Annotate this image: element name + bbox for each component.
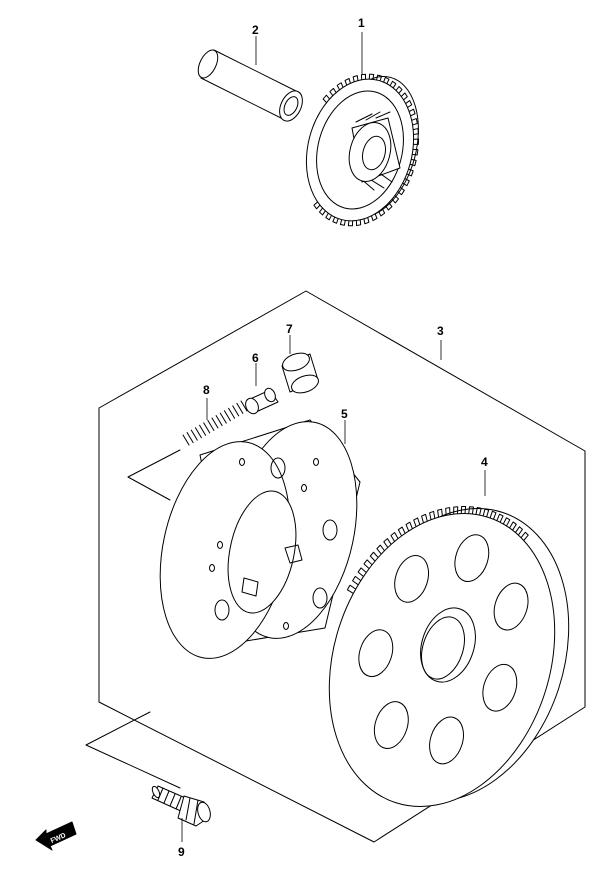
gear-tooth bbox=[412, 128, 419, 135]
bolt bbox=[151, 785, 211, 827]
gear-tooth bbox=[390, 532, 399, 542]
callout-9: 9 bbox=[178, 845, 185, 859]
gear-tooth bbox=[405, 100, 413, 108]
starter-clutch-gear bbox=[328, 506, 570, 808]
gear-tooth bbox=[405, 521, 413, 532]
idle-gear bbox=[305, 73, 420, 227]
gear-hole bbox=[454, 534, 490, 582]
gear-tooth bbox=[325, 212, 332, 221]
callout-1: 1 bbox=[358, 16, 365, 30]
gear-tooth bbox=[376, 74, 383, 82]
one-way-clutch bbox=[159, 419, 361, 659]
callout-7: 7 bbox=[286, 322, 293, 336]
lightening-holes bbox=[358, 534, 529, 765]
callout-3: 3 bbox=[437, 324, 444, 338]
gear-tooth bbox=[502, 517, 511, 527]
gear-tooth bbox=[346, 584, 357, 594]
gear-tooth bbox=[318, 207, 326, 216]
gear-tooth bbox=[400, 92, 408, 101]
gear-tooth bbox=[369, 551, 379, 562]
gear-hole bbox=[429, 716, 464, 765]
callout-labels: 1 2 3 4 5 6 7 8 9 bbox=[178, 16, 488, 859]
gear-tooth bbox=[429, 510, 436, 521]
gear-teeth bbox=[346, 506, 529, 594]
gear-tooth bbox=[336, 82, 344, 91]
gear-tooth bbox=[520, 531, 529, 541]
gear-hole bbox=[358, 629, 394, 678]
gear-tooth bbox=[332, 216, 339, 224]
arrow-left-icon bbox=[35, 821, 77, 851]
gear-teeth bbox=[313, 73, 420, 227]
gear-tooth bbox=[445, 507, 451, 516]
gear-tooth bbox=[437, 508, 443, 518]
callout-5: 5 bbox=[341, 407, 348, 421]
gear-hole bbox=[394, 555, 430, 603]
callout-2: 2 bbox=[252, 23, 259, 37]
gear-tooth bbox=[322, 94, 331, 104]
gear-tooth bbox=[482, 508, 490, 518]
gear-tooth bbox=[489, 510, 497, 520]
gear-tooth bbox=[412, 138, 420, 145]
gear-tooth bbox=[329, 87, 337, 97]
spring bbox=[182, 400, 248, 446]
gear-tooth bbox=[370, 213, 378, 222]
gear-tooth bbox=[357, 567, 367, 578]
gear-tooth bbox=[385, 202, 393, 211]
gear-tooth bbox=[383, 538, 392, 549]
gear-hole bbox=[493, 582, 529, 631]
gear-tooth bbox=[408, 108, 416, 117]
gear-tooth bbox=[347, 220, 354, 227]
roller bbox=[281, 352, 319, 394]
gear-tooth bbox=[352, 575, 362, 586]
gear-tooth bbox=[402, 178, 410, 187]
gear-tooth bbox=[363, 559, 373, 570]
gear-tooth bbox=[363, 216, 370, 225]
gear-tooth bbox=[383, 76, 390, 85]
spring-coils bbox=[182, 400, 248, 446]
gear-hole bbox=[482, 663, 518, 712]
gear-tooth bbox=[376, 544, 386, 555]
gear-tooth bbox=[378, 208, 386, 217]
gear-tooth bbox=[406, 168, 414, 177]
gear-tooth bbox=[475, 507, 482, 516]
gear-tooth bbox=[397, 186, 405, 196]
gear-tooth bbox=[389, 80, 397, 89]
shaft-pin bbox=[197, 49, 303, 122]
gear-tooth bbox=[339, 219, 346, 226]
callout-8: 8 bbox=[203, 383, 210, 397]
plunger bbox=[245, 387, 279, 415]
gear-tooth bbox=[468, 506, 474, 515]
gear-tooth bbox=[496, 513, 504, 523]
gear-tooth bbox=[411, 148, 419, 156]
gear-tooth bbox=[460, 506, 467, 515]
gear-tooth bbox=[352, 75, 359, 83]
gear-tooth bbox=[514, 526, 523, 536]
gear-tooth bbox=[355, 219, 362, 226]
gear-tooth bbox=[413, 517, 421, 528]
gear-tooth bbox=[509, 521, 517, 531]
gear-tooth bbox=[344, 77, 351, 86]
gear-tooth bbox=[313, 201, 321, 210]
gear-tooth bbox=[397, 526, 406, 537]
gear-tooth bbox=[421, 513, 428, 524]
assembly-outline bbox=[85, 290, 586, 843]
gear-tooth bbox=[368, 73, 375, 80]
gear-tooth bbox=[411, 118, 418, 126]
gear-hole bbox=[373, 701, 409, 749]
leader-lines bbox=[181, 32, 486, 842]
gear-tooth bbox=[453, 506, 459, 515]
callout-4: 4 bbox=[481, 455, 488, 469]
gear-tooth bbox=[391, 194, 400, 204]
callout-6: 6 bbox=[252, 351, 259, 365]
gear-tooth bbox=[395, 86, 403, 94]
gear-tooth bbox=[360, 73, 367, 81]
fwd-badge: FWD bbox=[35, 821, 77, 851]
gear-tooth bbox=[409, 158, 417, 167]
